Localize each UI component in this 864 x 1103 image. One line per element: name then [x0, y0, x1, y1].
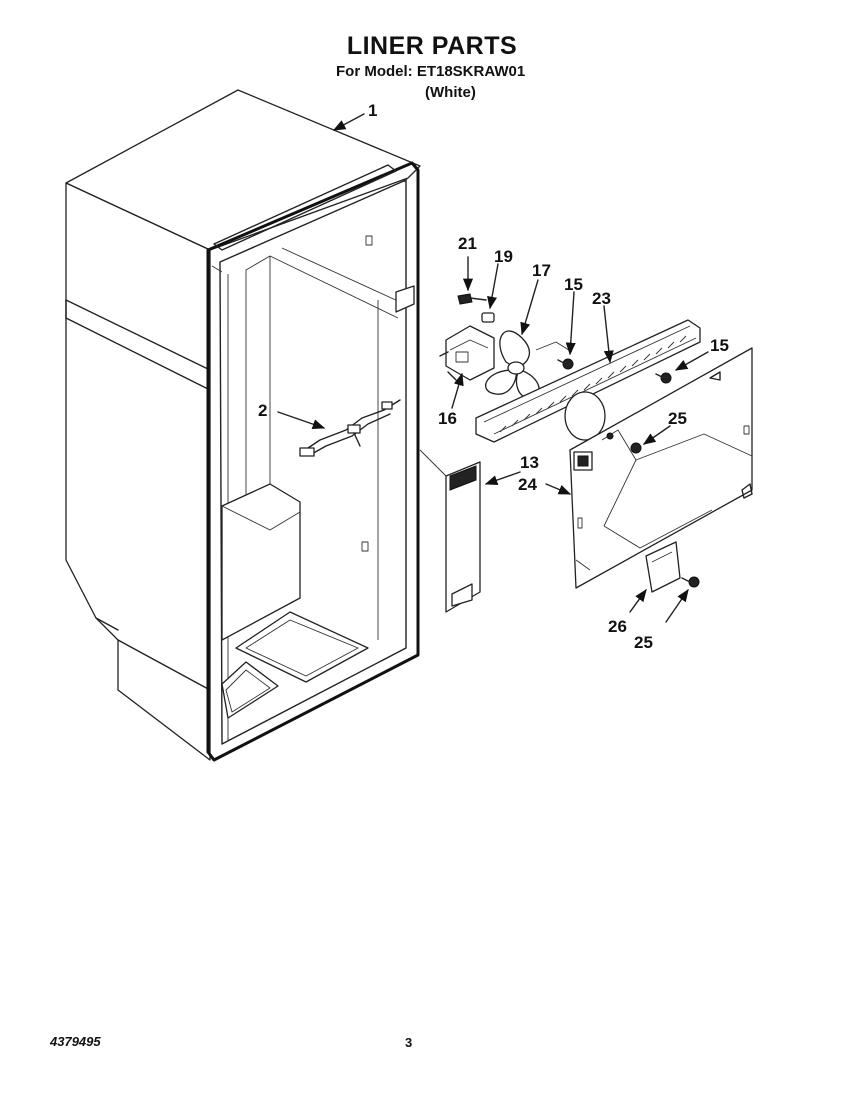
part-17-fan-blade	[485, 330, 540, 399]
callout-25-lower: 25	[634, 633, 653, 652]
callout-13: 13	[520, 453, 539, 472]
part-24-evaporator-cover	[569, 347, 753, 589]
part-21-screw	[457, 293, 487, 305]
part-25-screw-upper	[606, 432, 642, 454]
callout-leaders	[277, 113, 709, 623]
part-15-screw-right	[655, 372, 672, 384]
part-16-fan-motor	[439, 325, 495, 381]
part-26-cover-plate	[645, 541, 681, 593]
callout-17: 17	[532, 261, 551, 280]
callout-15-upper: 15	[564, 275, 583, 294]
callout-25-upper: 25	[668, 409, 687, 428]
callout-26: 26	[608, 617, 627, 636]
page-title: LINER PARTS	[346, 32, 518, 60]
part-2-harness	[299, 399, 401, 457]
callout-19: 19	[494, 247, 513, 266]
part-25-screw-lower	[681, 576, 700, 588]
document-number: 4379495	[50, 1034, 101, 1049]
callout-23: 23	[592, 289, 611, 308]
part-19-grommet	[481, 312, 495, 323]
part-1-liner	[65, 89, 421, 762]
callout-24: 24	[518, 475, 537, 494]
model-line: For Model: ET18SKRAW01	[336, 63, 526, 80]
callout-1: 1	[368, 101, 377, 120]
part-15-screw-upper	[557, 358, 574, 370]
part-23-air-duct	[475, 319, 701, 443]
page-number: 3	[405, 1035, 413, 1050]
callout-16: 16	[438, 409, 457, 428]
color-line: (White)	[425, 84, 476, 101]
callout-15-right: 15	[710, 336, 729, 355]
callout-21: 21	[458, 234, 477, 253]
callout-2: 2	[258, 401, 267, 420]
part-13-duct-cover	[419, 449, 481, 613]
